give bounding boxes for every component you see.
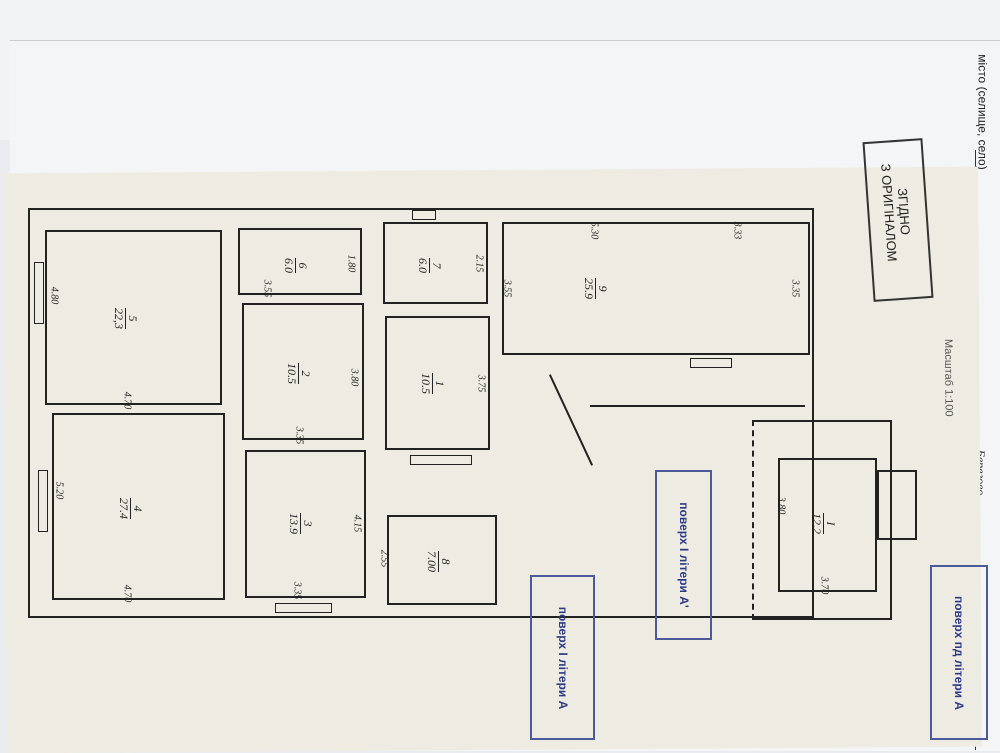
room-6: [238, 228, 362, 295]
outer-wall: [28, 208, 814, 618]
room-4: [52, 413, 225, 600]
window: [410, 455, 472, 465]
dimension: 2.15: [473, 254, 485, 273]
dimension: 5.30: [588, 221, 600, 240]
dimension: 4.15: [351, 514, 363, 533]
dimension: 3.35: [789, 279, 801, 298]
room-5: [45, 230, 222, 405]
dimension: 3.80: [348, 368, 360, 387]
window: [275, 603, 332, 613]
annex-wall: [752, 420, 892, 620]
dimension: 2.55: [378, 549, 390, 568]
room-7: [383, 222, 488, 304]
room-2: [242, 303, 364, 440]
window: [34, 262, 44, 324]
dimension: 4.70: [121, 584, 133, 603]
dimension: 3.70: [818, 576, 830, 595]
entrance-stairs: [877, 470, 917, 540]
floor-stamp-basement: поверх пд літери А: [930, 565, 988, 740]
dimension: 3.55: [501, 279, 513, 298]
dimension: 1.80: [345, 254, 357, 273]
window: [412, 210, 436, 220]
dimension: 3.35: [291, 581, 303, 600]
room-1: [385, 316, 490, 450]
dimension: 3.33: [731, 221, 743, 240]
dimension: 4.80: [48, 286, 60, 305]
room-9: [502, 222, 810, 355]
window: [690, 358, 732, 368]
dimension: 3.55: [261, 279, 273, 298]
dimension: 3.35: [293, 426, 305, 445]
fence-line: [590, 405, 805, 407]
window: [38, 470, 48, 532]
floor-stamp-a: поверх І літери А: [530, 575, 595, 740]
dimension: 4.70: [121, 391, 133, 410]
room-3: [245, 450, 366, 598]
scale-label: Масштаб 1:100: [941, 338, 955, 417]
settlement-label: місто (селище, село): [975, 54, 990, 170]
room-8: [387, 515, 497, 605]
dimension: 3.75: [475, 374, 487, 393]
certification-stamp: ЗГІДНО З ОРИГІНАЛОМ: [862, 138, 934, 302]
dimension: 3.80: [775, 496, 787, 515]
floor-stamp-a-prime: поверх І літери А': [655, 470, 712, 640]
room-I: [778, 458, 877, 592]
dimension: 5.20: [53, 481, 65, 500]
